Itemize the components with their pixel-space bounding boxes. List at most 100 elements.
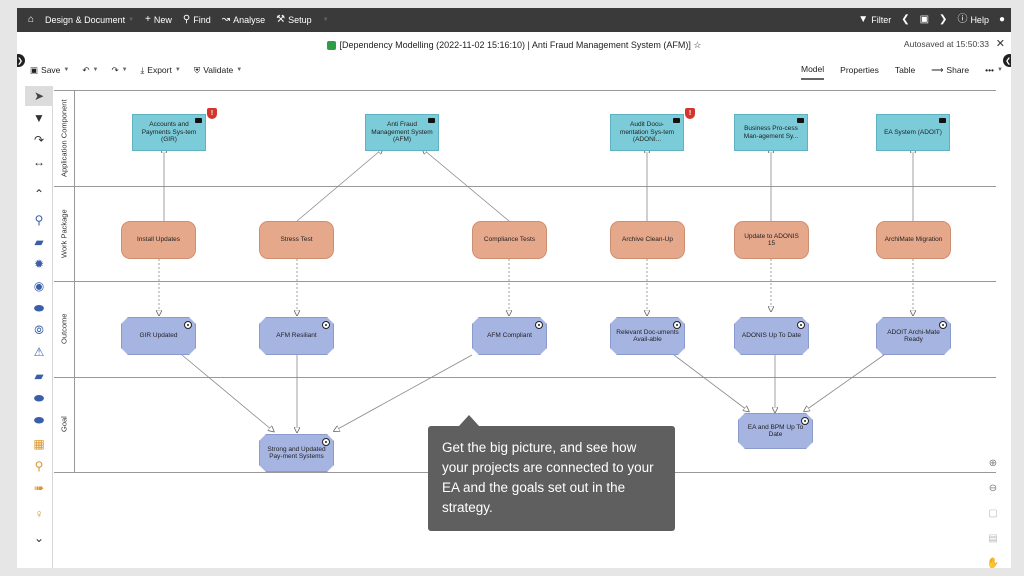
driver-icon[interactable]: ✹: [33, 257, 45, 271]
outcome-afm-resiliant[interactable]: AFM Resiliant: [259, 317, 334, 355]
chevron-left-icon: ❮: [901, 14, 910, 25]
undo-button[interactable]: ↶▼: [82, 65, 98, 76]
outcome-icon: [939, 321, 947, 329]
warning-icon[interactable]: !: [685, 108, 695, 119]
hand-icon[interactable]: ✋: [986, 557, 1000, 569]
tab-model[interactable]: Model: [801, 60, 825, 80]
goal-strong-payment-systems[interactable]: Strong and Updated Pay-ment Systems: [259, 434, 334, 472]
pointer-tool-icon[interactable]: ➤: [25, 86, 53, 106]
ellipse-icon[interactable]: ⬬: [33, 412, 45, 427]
actor-icon[interactable]: ♀: [34, 507, 44, 521]
redo-icon: ↷: [111, 64, 119, 75]
goal-icon[interactable]: ◉: [33, 279, 45, 293]
menu-setup[interactable]: ⚒Setup: [276, 15, 312, 26]
node-label: AFM Compliant: [487, 332, 532, 340]
distribute-tool-icon[interactable]: ↔: [33, 155, 45, 169]
outcome-adonis-up-to-date[interactable]: ADONIS Up To Date: [734, 317, 809, 355]
export-button[interactable]: ⤓Export▼: [141, 65, 181, 76]
tab-table[interactable]: Table: [894, 65, 916, 75]
component-icon: [797, 118, 804, 123]
menu-new[interactable]: +New: [145, 14, 172, 26]
app-component-adonis[interactable]: Audit Docu-mentation Sys-tem (ADONI...: [610, 114, 684, 151]
more-menu-button[interactable]: ▼: [323, 17, 329, 23]
collapse-up-icon[interactable]: ⌃: [33, 187, 45, 201]
search-icon[interactable]: ⚲: [34, 213, 44, 227]
more-options-button[interactable]: •••▼: [985, 65, 1003, 75]
expand-right-panel-button[interactable]: ❮: [1003, 54, 1011, 67]
forward-button[interactable]: ❯: [939, 15, 947, 25]
capsule-icon[interactable]: ⬬: [33, 390, 45, 405]
back-button[interactable]: ❮: [901, 15, 909, 25]
building-icon[interactable]: ▦: [33, 437, 45, 451]
lane-divider: [54, 90, 996, 91]
node-label: Accounts and Payments Sys-tem (GIR): [141, 121, 197, 144]
oval-icon[interactable]: ⬬: [33, 300, 45, 315]
warning-icon[interactable]: !: [207, 108, 217, 119]
work-package-update-adonis[interactable]: Update to ADONIS 15: [734, 221, 809, 259]
outcome-gir-updated[interactable]: GIR Updated: [121, 317, 196, 355]
key-icon[interactable]: ⚲: [34, 459, 44, 473]
window-button[interactable]: ▣: [920, 15, 929, 25]
outcome-relevant-documents[interactable]: Relevant Doc-uments Avail-able: [610, 317, 685, 355]
parallelogram-icon[interactable]: ▰: [34, 235, 44, 249]
app-component-adoit[interactable]: EA System (ADOIT): [876, 114, 950, 151]
realization-edge: [424, 150, 510, 222]
component-icon: [939, 118, 946, 123]
redo-button[interactable]: ↷▼: [111, 65, 127, 76]
validate-button[interactable]: ⛨Validate▼: [194, 65, 242, 76]
share-button[interactable]: ⟶Share: [931, 60, 969, 80]
plus-icon: +: [145, 14, 151, 25]
work-package-install-updates[interactable]: Install Updates: [121, 221, 196, 259]
work-package-archimate-migration[interactable]: ArchiMate Migration: [876, 221, 951, 259]
filter-button[interactable]: ▼Filter: [858, 15, 891, 26]
model-title-bar: [Dependency Modelling (2022-11-02 15:16:…: [17, 32, 1011, 58]
assessment-icon[interactable]: ⚠: [33, 345, 45, 359]
work-package-archive-clean-up[interactable]: Archive Clean-Up: [610, 221, 685, 259]
zoom-in-icon[interactable]: ⊕: [988, 457, 998, 469]
app-window: ⌂ Design & Document▼ +New ⚲Find ↝Analyse…: [17, 8, 1011, 568]
component-icon: [195, 118, 202, 123]
outcome-afm-compliant[interactable]: AFM Compliant: [472, 317, 547, 355]
fit-to-page-icon[interactable]: ▢: [988, 507, 998, 519]
realization-edge: [673, 354, 747, 410]
user-button[interactable]: ●: [999, 15, 1005, 25]
menu-label: Find: [193, 15, 211, 25]
filter-tool-icon[interactable]: ▼: [33, 111, 45, 125]
node-label: EA and BPM Up To Date: [747, 423, 804, 438]
node-label: Strong and Updated Pay-ment Systems: [267, 445, 326, 460]
chevron-down-icon: ▼: [92, 67, 99, 73]
parallelogram-small-icon[interactable]: ▰: [34, 369, 44, 383]
app-component-bpm[interactable]: Business Pro-cess Man-agement Sy...: [734, 114, 808, 151]
page-icon[interactable]: ▤: [988, 532, 998, 544]
work-package-stress-test[interactable]: Stress Test: [259, 221, 334, 259]
model-canvas[interactable]: Application Component Work Package Outco…: [54, 80, 1011, 568]
app-component-afm[interactable]: Anti Fraud Management System (AFM): [365, 114, 439, 151]
onboarding-tooltip: Get the big picture, and see how your pr…: [428, 426, 675, 531]
share-label: Share: [946, 65, 970, 75]
tab-properties[interactable]: Properties: [840, 65, 879, 75]
work-package-compliance-tests[interactable]: Compliance Tests: [472, 221, 547, 259]
lane-divider: [54, 377, 996, 378]
chevron-down-icon: ▼: [121, 67, 128, 73]
chevron-down-icon[interactable]: ⌄: [33, 531, 45, 545]
close-icon[interactable]: ✕: [995, 38, 1005, 50]
outcome-icon[interactable]: ⦾: [34, 322, 44, 337]
expand-left-panel-button[interactable]: ❯: [17, 54, 25, 67]
home-icon[interactable]: ⌂: [28, 14, 35, 25]
zoom-out-icon[interactable]: ⊖: [988, 482, 998, 494]
export-icon: ⤓: [140, 64, 145, 75]
goal-ea-bpm-up-to-date[interactable]: EA and BPM Up To Date: [738, 413, 813, 449]
arrow-shape-icon[interactable]: ➠: [33, 481, 45, 495]
save-button[interactable]: ▣Save▼: [30, 65, 69, 76]
menu-analyse[interactable]: ↝Analyse: [222, 15, 265, 26]
outcome-adoit-archimate-ready[interactable]: ADOIT Archi-Mate Ready: [876, 317, 951, 355]
connector-tool-icon[interactable]: ↷: [33, 133, 45, 147]
node-label: Relevant Doc-uments Avail-able: [616, 328, 679, 343]
menu-design-document[interactable]: Design & Document▼: [45, 15, 134, 25]
menu-find[interactable]: ⚲Find: [183, 15, 211, 26]
node-label: Audit Docu-mentation Sys-tem (ADONI...: [619, 121, 675, 144]
node-label: Business Pro-cess Man-agement Sy...: [743, 125, 799, 140]
app-component-gir[interactable]: Accounts and Payments Sys-tem (GIR): [132, 114, 206, 151]
realization-edge: [806, 354, 885, 410]
